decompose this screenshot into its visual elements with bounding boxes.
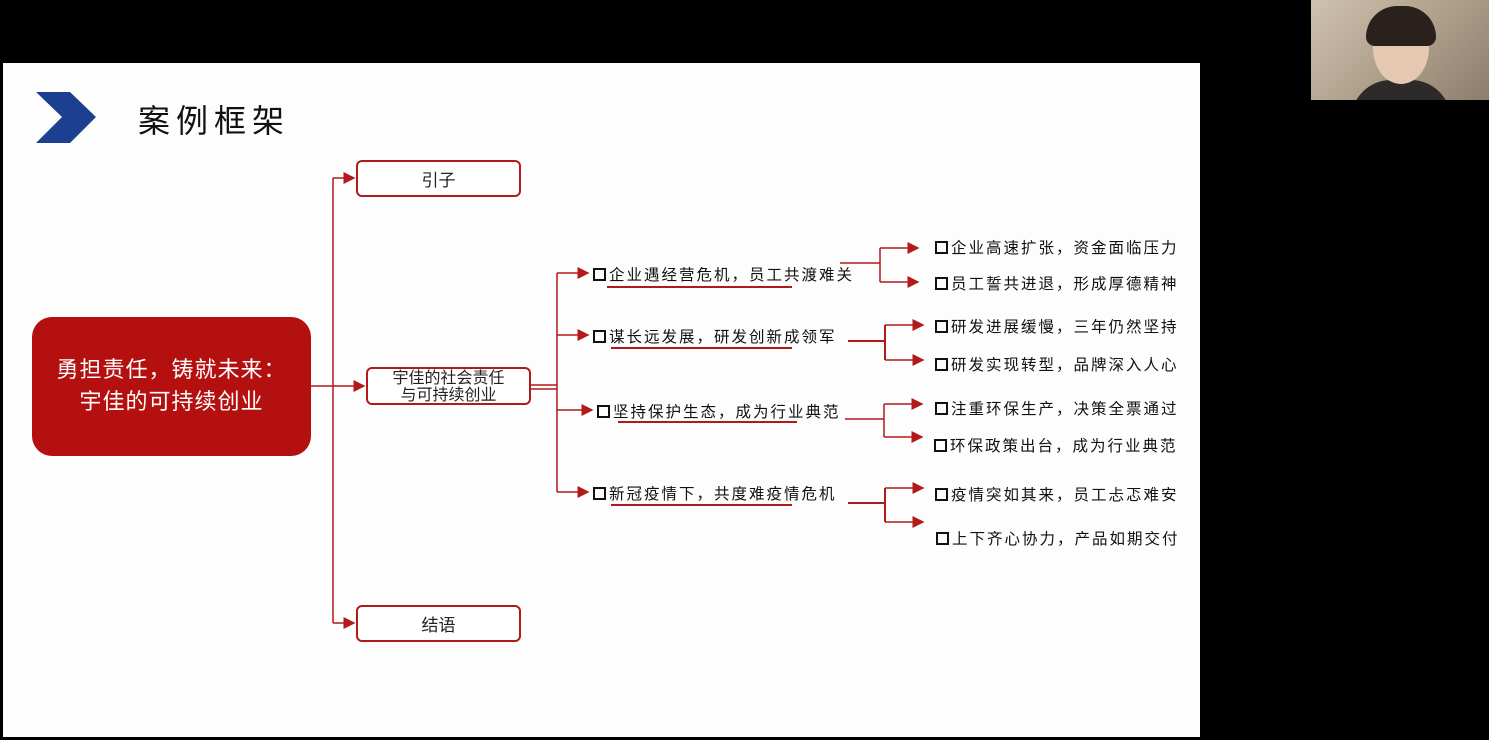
leaf-label: 员工誓共进退，形成厚德精神 <box>951 275 1179 293</box>
branch-node: 企业遇经营危机，员工共渡难关 <box>593 263 854 285</box>
branch-label: 企业遇经营危机，员工共渡难关 <box>609 266 855 284</box>
middle-node: 宇佳的社会责任 与可持续创业 <box>366 367 531 405</box>
leaf-label: 研发进展缓慢，三年仍然坚持 <box>951 318 1179 336</box>
leaf-label: 注重环保生产，决策全票通过 <box>951 400 1179 418</box>
leaf-label: 环保政策出台，成为行业典范 <box>950 437 1178 455</box>
branch-node: 谋长远发展，研发创新成领军 <box>593 325 837 347</box>
branch-node: 新冠疫情下，共度难疫情危机 <box>593 482 837 504</box>
root-line1: 勇担责任，铸就未来： <box>56 357 287 383</box>
branch-label: 坚持保护生态，成为行业典范 <box>613 403 841 421</box>
leaf-node: 研发进展缓慢，三年仍然坚持 <box>935 315 1179 337</box>
checkbox-icon <box>597 404 610 418</box>
middle-line2: 与可持续创业 <box>400 385 497 404</box>
middle-line1: 宇佳的社会责任 <box>392 368 505 387</box>
conclusion-node: 结语 <box>356 605 521 642</box>
leaf-node: 企业高速扩张，资金面临压力 <box>935 236 1179 258</box>
leaf-label: 疫情突如其来，员工忐忑难安 <box>951 486 1179 504</box>
webcam-video-thumbnail[interactable] <box>1311 0 1489 100</box>
leaf-node: 疫情突如其来，员工忐忑难安 <box>935 483 1179 505</box>
leaf-node: 上下齐心协力，产品如期交付 <box>936 527 1180 549</box>
checkbox-icon <box>935 401 948 415</box>
checkbox-icon <box>593 267 606 281</box>
leaf-node: 研发实现转型，品牌深入人心 <box>935 353 1179 375</box>
leaf-label: 企业高速扩张，资金面临压力 <box>951 239 1179 257</box>
slide-title: 案例框架 <box>138 102 291 140</box>
chevron-logo-icon <box>36 92 96 143</box>
root-line2: 宇佳的可持续创业 <box>79 389 264 415</box>
person-body <box>1351 80 1451 100</box>
leaf-node: 注重环保生产，决策全票通过 <box>935 397 1179 419</box>
checkbox-icon <box>935 319 948 333</box>
checkbox-icon <box>593 486 606 500</box>
checkbox-icon <box>593 329 606 343</box>
checkbox-icon <box>936 531 949 545</box>
root-node: 勇担责任，铸就未来： 宇佳的可持续创业 <box>32 317 311 456</box>
leaf-node: 员工誓共进退，形成厚德精神 <box>935 272 1179 294</box>
leaf-label: 研发实现转型，品牌深入人心 <box>951 356 1179 374</box>
branch-label: 谋长远发展，研发创新成领军 <box>609 328 837 346</box>
checkbox-icon <box>935 357 948 371</box>
checkbox-icon <box>935 240 948 254</box>
checkbox-icon <box>934 438 947 452</box>
branch-node: 坚持保护生态，成为行业典范 <box>597 400 841 422</box>
person-hair <box>1366 6 1436 46</box>
leaf-node: 环保政策出台，成为行业典范 <box>934 434 1178 456</box>
checkbox-icon <box>935 276 948 290</box>
branch-label: 新冠疫情下，共度难疫情危机 <box>609 485 837 503</box>
intro-node: 引子 <box>356 160 521 197</box>
leaf-label: 上下齐心协力，产品如期交付 <box>952 530 1180 548</box>
checkbox-icon <box>935 487 948 501</box>
